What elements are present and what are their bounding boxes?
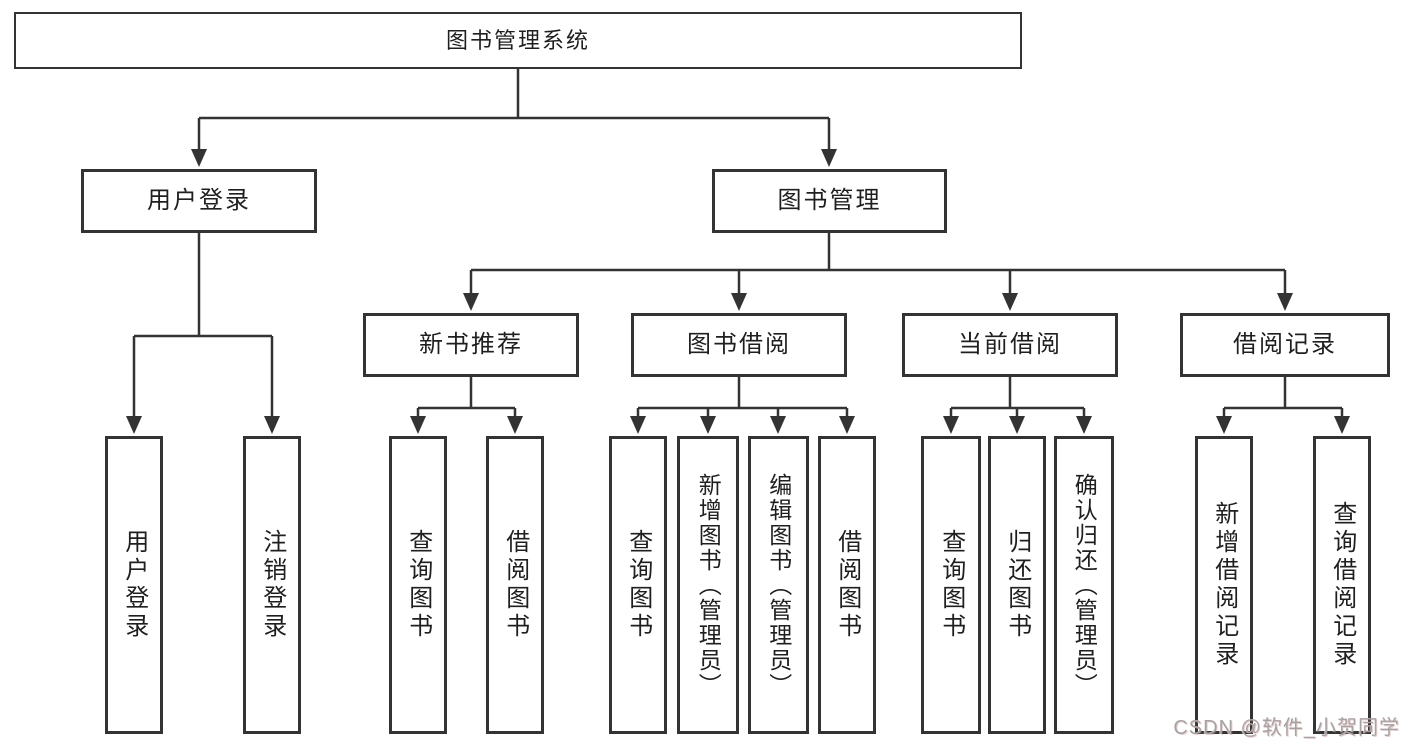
leaf-return-book: 归还图书 [988, 436, 1046, 734]
leaf-user-login: 用户登录 [105, 436, 163, 734]
leaf-query-borrow-record: 查询借阅记录 [1313, 436, 1371, 734]
leaf-logout: 注销登录 [243, 436, 301, 734]
leaf-query-book-borrowing: 查询图书 [609, 436, 667, 734]
leaf-borrow-book-borrowing: 借阅图书 [818, 436, 876, 734]
leaf-confirm-return-admin: 确认归还（管理员） [1054, 436, 1114, 734]
leaf-add-borrow-record: 新增借阅记录 [1195, 436, 1253, 734]
node-borrowing-records: 借阅记录 [1180, 313, 1390, 377]
node-user-login: 用户登录 [81, 169, 317, 233]
leaf-query-book-current: 查询图书 [921, 436, 981, 734]
leaf-borrow-book-recommend: 借阅图书 [486, 436, 544, 734]
connector-path [132, 69, 1344, 422]
leaf-query-book-recommend: 查询图书 [389, 436, 447, 734]
leaf-add-book-admin: 新增图书（管理员） [677, 436, 739, 734]
leaf-edit-book-admin: 编辑图书（管理员） [748, 436, 809, 734]
node-book-management: 图书管理 [712, 169, 947, 233]
node-book-borrowing: 图书借阅 [631, 313, 847, 377]
watermark-text: CSDN @软件_小贺同学 [1173, 717, 1400, 739]
node-library-system: 图书管理系统 [14, 12, 1022, 69]
node-new-book-recommendation: 新书推荐 [363, 313, 579, 377]
arrowhead-group [126, 149, 1350, 434]
node-current-borrowing: 当前借阅 [902, 313, 1118, 377]
